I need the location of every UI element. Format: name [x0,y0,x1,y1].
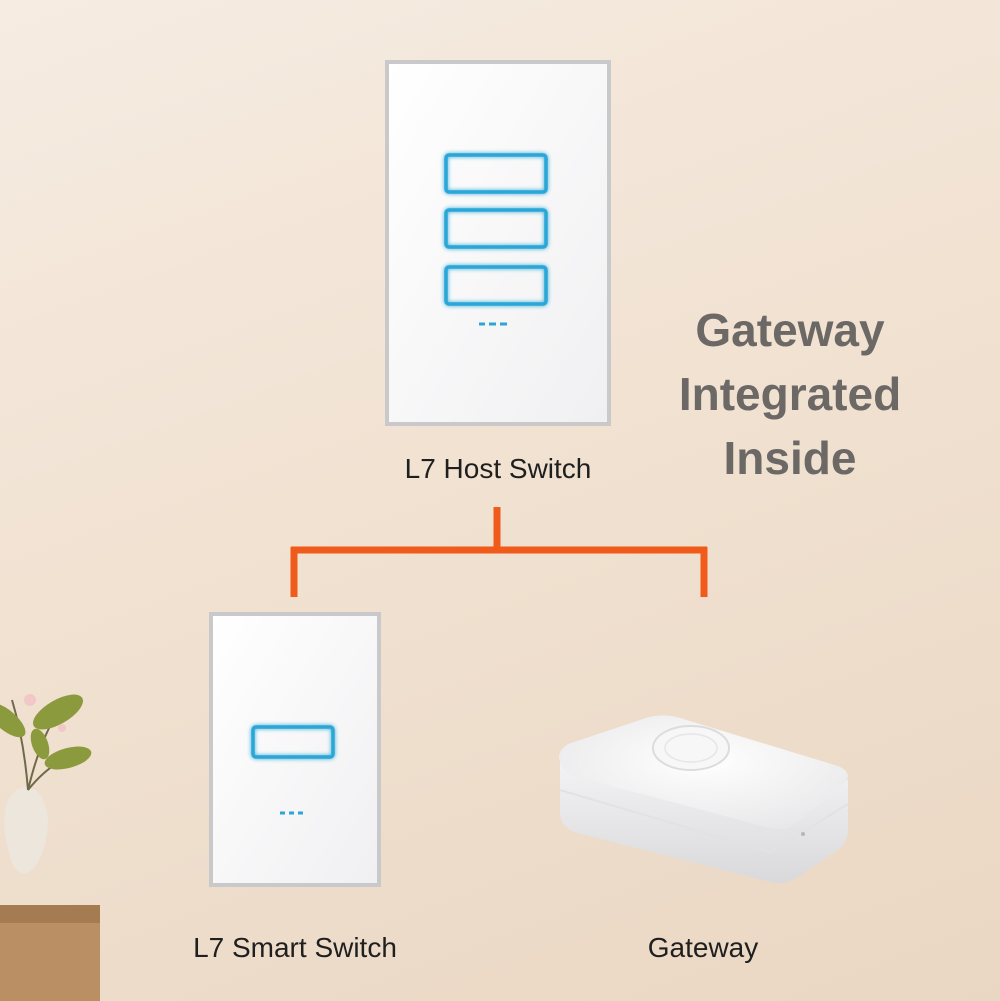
host-switch-icon [385,60,611,426]
plant-icon [0,694,100,1001]
smart-switch-label: L7 Smart Switch [193,932,397,963]
host-touch-key-3 [444,265,548,306]
host-switch-label: L7 Host Switch [404,453,592,484]
headline-line-2: Integrated [678,368,902,420]
gateway-hub-icon [559,715,849,884]
gateway-top-button [652,725,730,771]
feature-headline: Gateway Integrated Inside [640,298,940,490]
headline-line-1: Gateway [695,304,885,356]
headline-line-3: Inside [723,432,857,484]
smart-switch-icon [209,612,381,887]
gateway-label: Gateway [647,932,759,963]
host-touch-key-1 [444,153,548,194]
host-touch-key-2 [444,208,548,249]
connector-lines [290,507,708,597]
smart-touch-key [251,725,335,759]
